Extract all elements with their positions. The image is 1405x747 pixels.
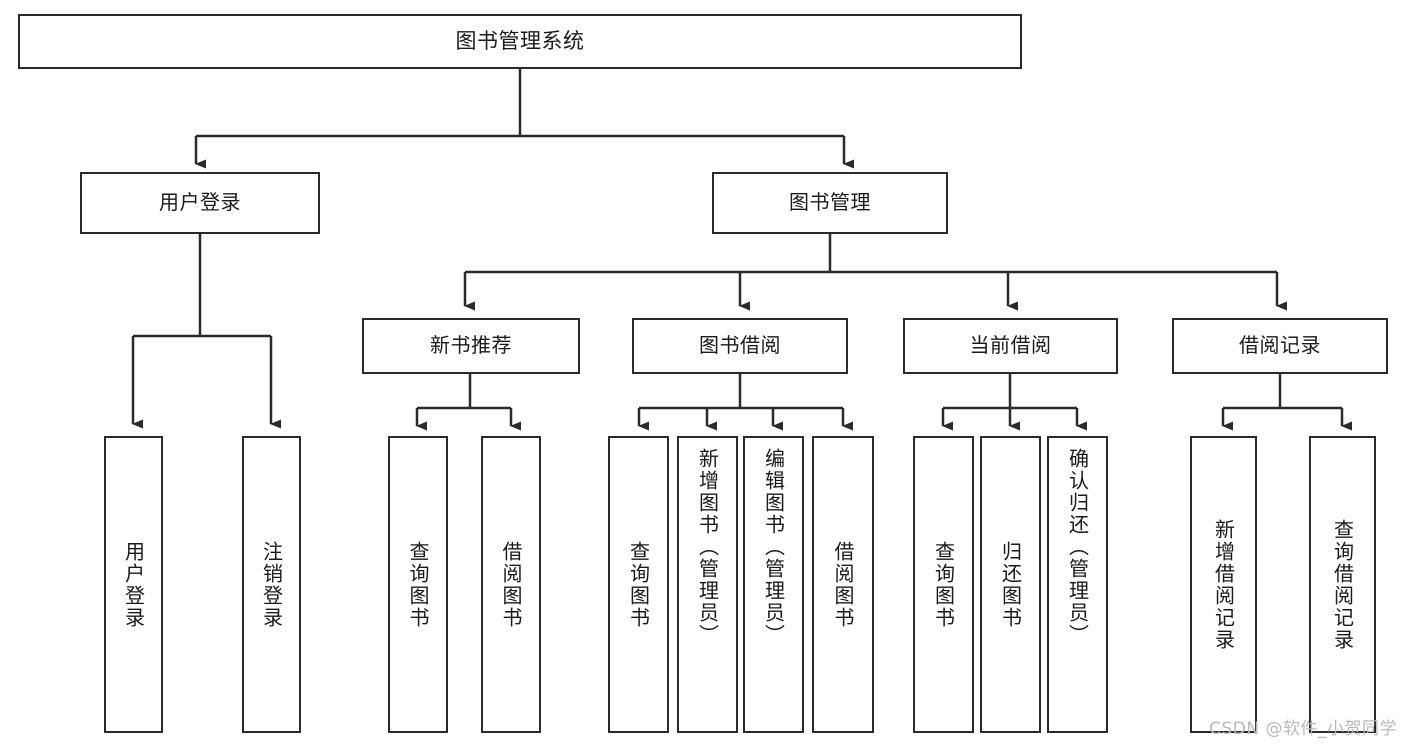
leaf-borrow-book-1-label: 借阅图书 [499,540,523,629]
leaf-borrow-book-1[interactable]: 借阅图书 [481,436,541,733]
node-root-label: 图书管理系统 [455,29,585,54]
leaf-user-logout[interactable]: 注销登录 [242,436,301,733]
leaf-user-login-label: 用户登录 [121,540,146,629]
leaf-user-logout-label: 注销登录 [259,540,284,629]
node-new-book-recommend[interactable]: 新书推荐 [362,318,580,374]
node-book-management[interactable]: 图书管理 [712,172,948,234]
leaf-return-book-label: 归还图书 [998,540,1023,629]
node-borrow-record-label: 借阅记录 [1239,333,1321,358]
node-current-borrow-label: 当前借阅 [969,333,1052,358]
node-new-book-recommend-label: 新书推荐 [430,333,512,358]
leaf-query-record-label: 查询借阅记录 [1330,518,1355,651]
leaf-add-record[interactable]: 新增借阅记录 [1190,436,1257,733]
node-borrow-record[interactable]: 借阅记录 [1172,318,1388,374]
leaf-query-book-1-label: 查询图书 [406,540,430,629]
leaf-query-book-3-label: 查询图书 [931,540,956,629]
leaf-borrow-book-2[interactable]: 借阅图书 [812,436,874,733]
leaf-edit-book-label: 编辑图书（管理员） [761,448,786,646]
leaf-query-book-2-label: 查询图书 [626,540,651,629]
leaf-user-login[interactable]: 用户登录 [104,436,163,733]
leaf-add-book[interactable]: 新增图书（管理员） [677,436,738,733]
node-book-borrow[interactable]: 图书借阅 [632,318,848,374]
node-book-borrow-label: 图书借阅 [699,333,781,358]
leaf-query-book-2[interactable]: 查询图书 [608,436,669,733]
leaf-return-book[interactable]: 归还图书 [980,436,1041,733]
leaf-borrow-book-2-label: 借阅图书 [831,540,855,629]
node-book-management-label: 图书管理 [789,190,871,215]
node-user-login[interactable]: 用户登录 [80,172,320,234]
leaf-add-book-label: 新增图书（管理员） [695,448,720,646]
leaf-query-book-1[interactable]: 查询图书 [388,436,448,733]
leaf-add-record-label: 新增借阅记录 [1211,518,1236,651]
leaf-confirm-return-label: 确认归还（管理员） [1065,448,1090,646]
node-current-borrow[interactable]: 当前借阅 [903,318,1118,374]
leaf-edit-book[interactable]: 编辑图书（管理员） [743,436,804,733]
leaf-query-record[interactable]: 查询借阅记录 [1309,436,1376,733]
leaf-confirm-return[interactable]: 确认归还（管理员） [1047,436,1108,733]
node-root[interactable]: 图书管理系统 [18,14,1022,69]
node-user-login-label: 用户登录 [159,190,241,215]
leaf-query-book-3[interactable]: 查询图书 [913,436,974,733]
